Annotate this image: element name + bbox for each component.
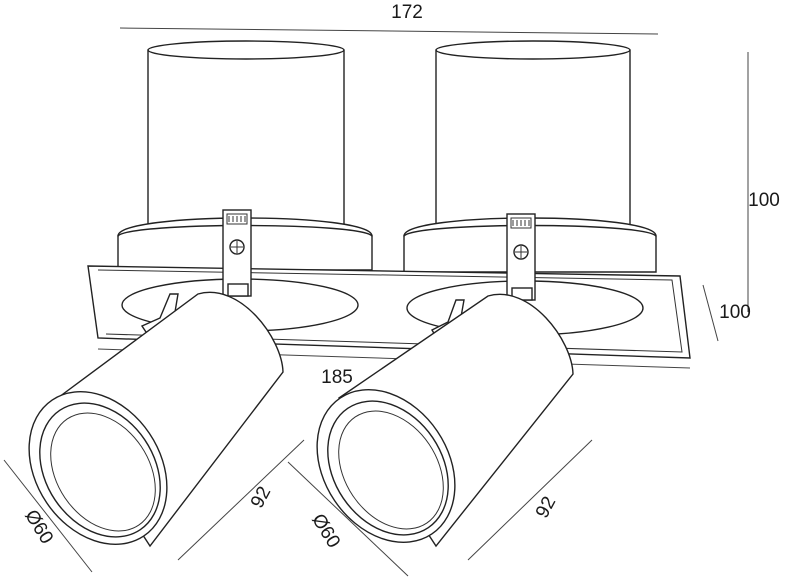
right-housing-can (435, 40, 631, 233)
dim-line-length-right (467, 439, 593, 561)
dim-label-top-width: 172 (391, 2, 423, 23)
dim-label-length-left: 92 (247, 483, 275, 512)
left-spotlight-head (28, 291, 284, 548)
right-spring-clip (506, 213, 536, 301)
left-spring-clip (222, 209, 252, 297)
dim-line-diameter-right (287, 461, 409, 577)
right-spotlight-head (316, 293, 574, 548)
left-housing-can (147, 40, 345, 233)
dim-label-diameter-right: Ø60 (307, 510, 344, 552)
dim-label-diameter-left: Ø60 (20, 506, 57, 548)
dim-label-frame-length: 185 (321, 367, 353, 388)
dim-line-depth (702, 284, 719, 342)
dim-label-length-right: 92 (532, 493, 560, 522)
dim-line-diameter-left (3, 459, 93, 573)
dim-label-height: 100 (748, 190, 780, 211)
dim-line-length-left (177, 439, 305, 561)
dim-line-top-width (119, 27, 659, 35)
dim-label-depth: 100 (719, 302, 751, 323)
